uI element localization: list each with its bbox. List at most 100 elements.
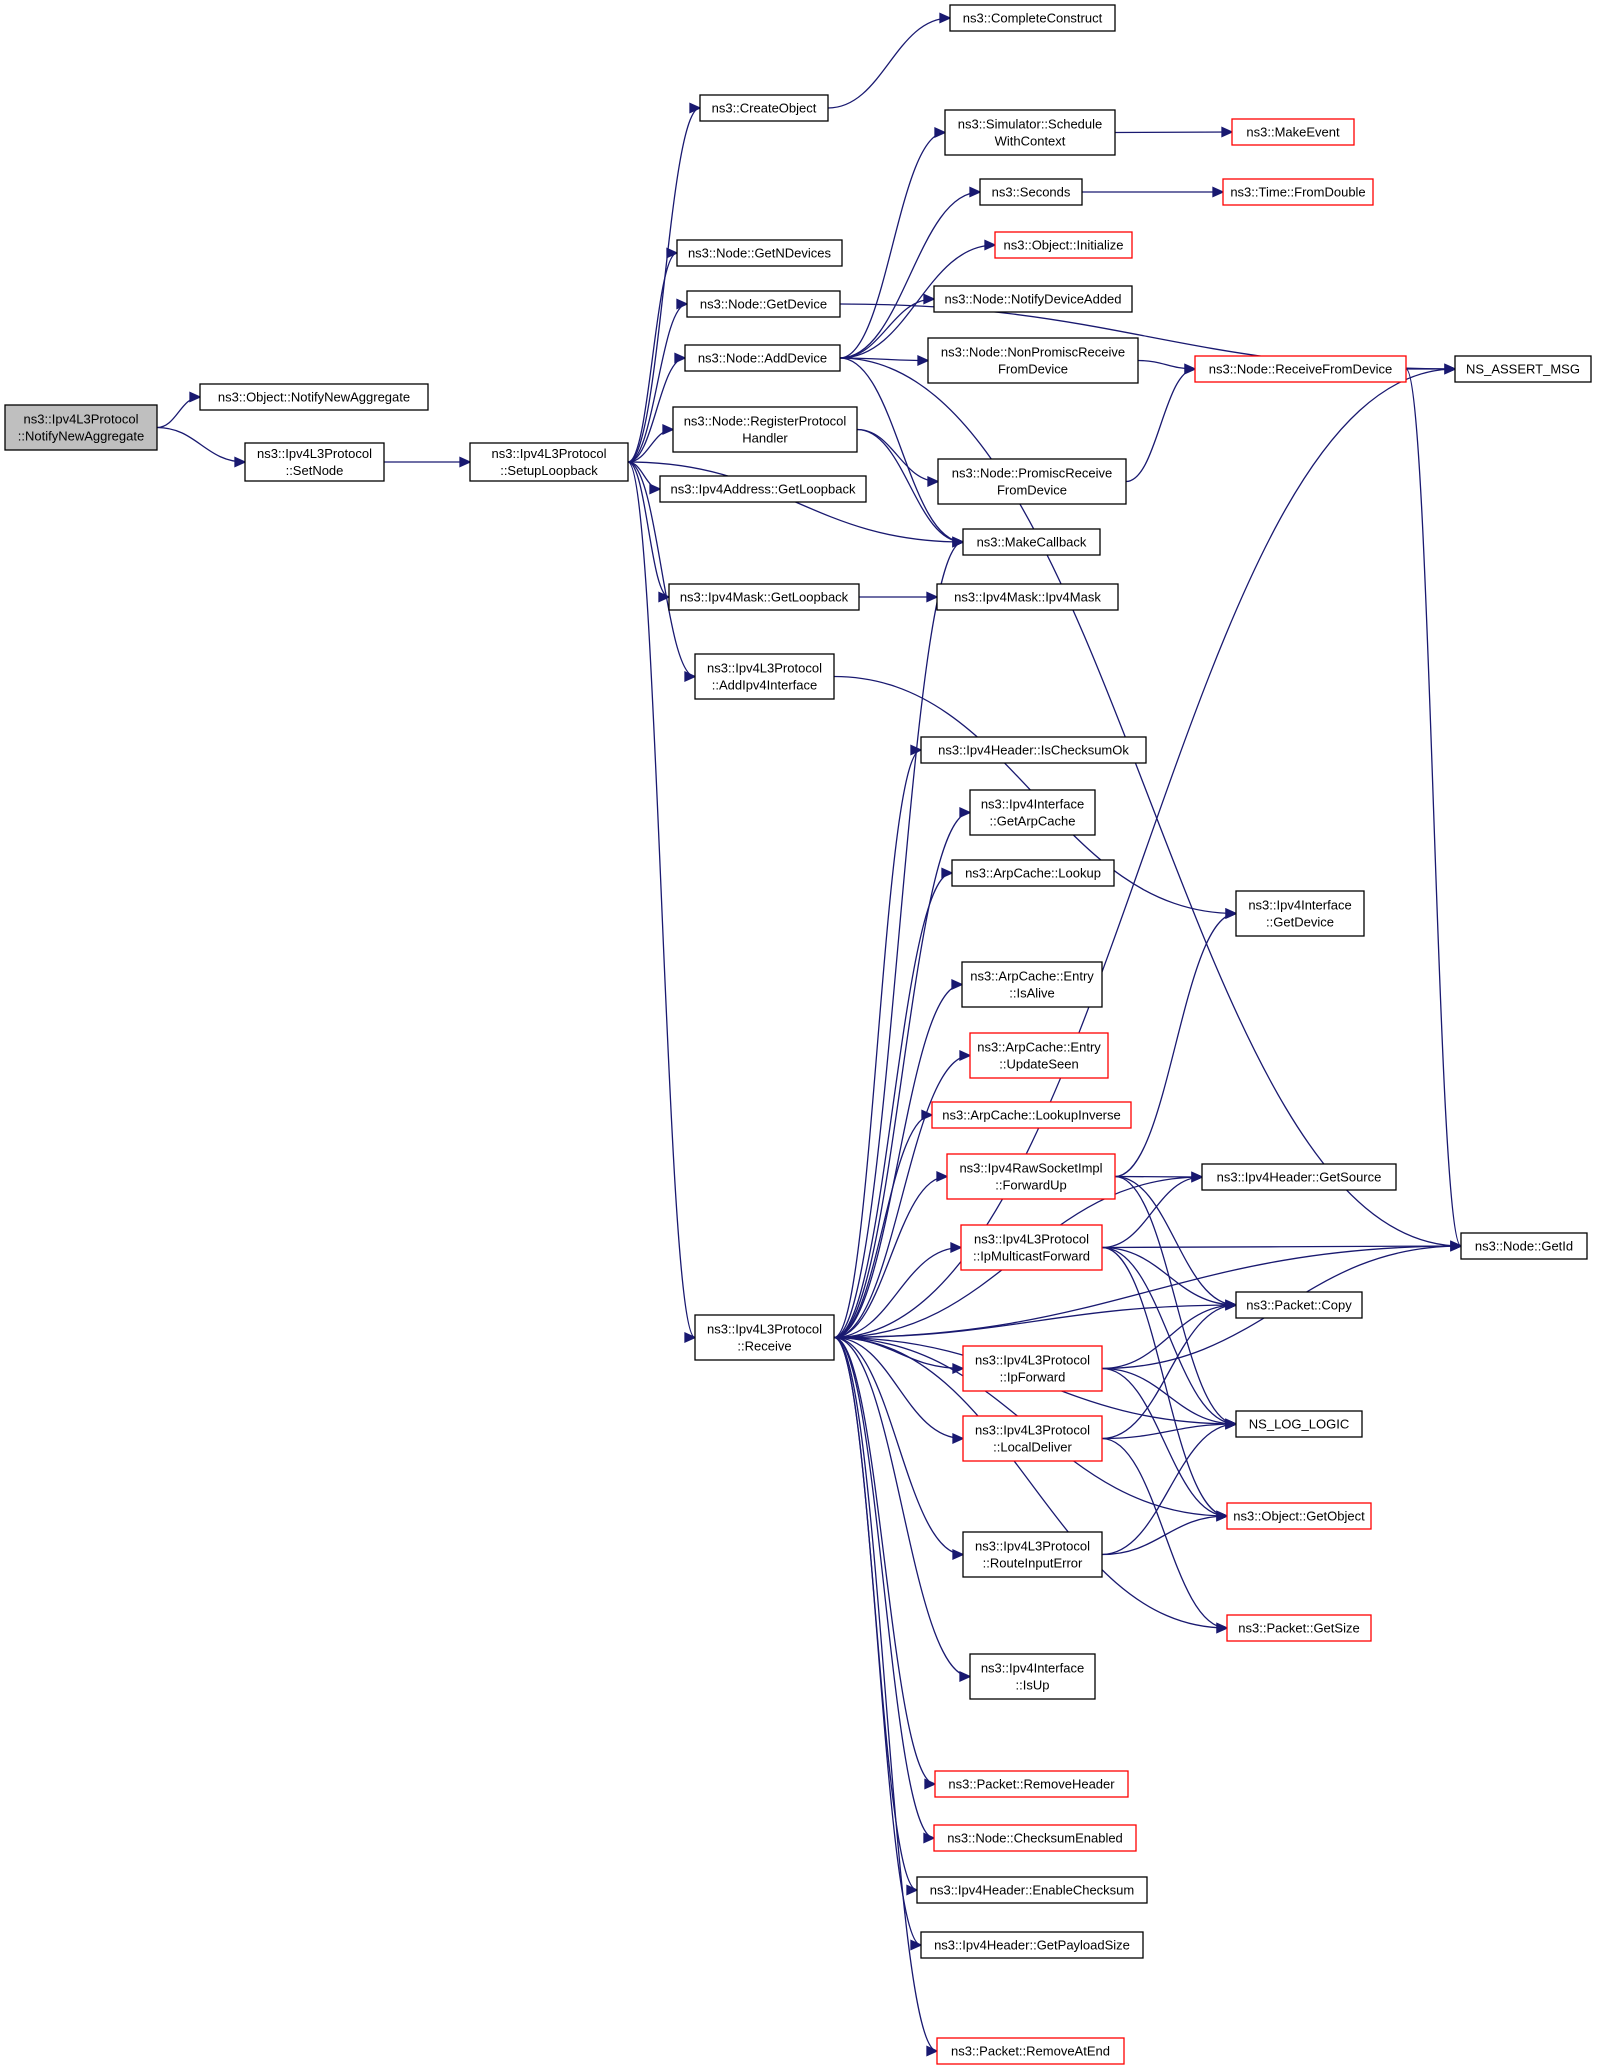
graph-node[interactable]: ns3::Object::Initialize — [994, 231, 1133, 259]
graph-node[interactable]: ns3::Ipv4L3Protocol::SetupLoopback — [469, 442, 629, 482]
edge-arrowhead — [684, 1331, 697, 1344]
graph-node[interactable]: ns3::Ipv4Mask::Ipv4Mask — [936, 583, 1119, 611]
graph-node[interactable]: ns3::MakeEvent — [1231, 118, 1355, 146]
graph-node[interactable]: ns3::Ipv4L3Protocol::AddIpv4Interface — [694, 653, 835, 700]
node-box — [244, 442, 385, 482]
graph-node[interactable]: ns3::Ipv4Header::GetPayloadSize — [920, 1931, 1144, 1959]
graph-node[interactable]: ns3::ArpCache::Entry::IsAlive — [961, 961, 1103, 1008]
node-label: ns3::ArpCache::Lookup — [965, 866, 1101, 881]
edge-line — [833, 983, 963, 1339]
call-edge-n3-n24 — [627, 461, 965, 548]
node-label: ns3::CompleteConstruct — [963, 11, 1103, 26]
edge-line — [839, 357, 964, 543]
node-box — [962, 528, 1101, 556]
graph-node[interactable]: ns3::Ipv4L3Protocol::LocalDeliver — [962, 1415, 1103, 1462]
graph-node[interactable]: ns3::Ipv4Interface::GetDevice — [1235, 890, 1365, 937]
edge-arrowhead — [959, 806, 972, 819]
node-label: ns3::Object::Initialize — [1004, 238, 1124, 253]
graph-node[interactable]: ns3::ArpCache::Entry::UpdateSeen — [969, 1032, 1109, 1079]
call-edge-n13-n30 — [833, 978, 964, 1339]
graph-node[interactable]: ns3::Node::NotifyDeviceAdded — [933, 285, 1133, 313]
edge-arrowhead — [926, 2045, 939, 2057]
graph-node[interactable]: ns3::Node::ReceiveFromDevice — [1194, 355, 1407, 383]
edge-arrowhead — [666, 247, 679, 259]
graph-node[interactable]: ns3::Ipv4Header::IsChecksumOk — [920, 736, 1147, 764]
graph-node[interactable]: ns3::Ipv4L3Protocol::NotifyNewAggregate — [4, 404, 158, 451]
graph-node[interactable]: ns3::Ipv4Interface::GetArpCache — [969, 789, 1096, 836]
call-edge-n8-n18 — [839, 239, 997, 359]
node-box — [1460, 1232, 1588, 1260]
node-box — [659, 475, 867, 503]
graph-node[interactable]: ns3::Ipv4L3Protocol::Receive — [694, 1314, 835, 1361]
graph-node[interactable]: ns3::Ipv4L3Protocol::RouteInputError — [962, 1531, 1103, 1578]
edge-line — [833, 541, 964, 1339]
edge-arrowhead — [1225, 907, 1238, 920]
edge-arrowhead — [676, 298, 689, 310]
graph-node[interactable]: ns3::Ipv4Interface::IsUp — [969, 1653, 1096, 1700]
node-label: ns3::Ipv4RawSocketImpl — [959, 1161, 1102, 1176]
edge-arrowhead — [921, 1109, 934, 1121]
node-label: ns3::Ipv4L3Protocol — [975, 1423, 1090, 1438]
edge-line — [833, 1175, 948, 1339]
graph-node[interactable]: NS_ASSERT_MSG — [1454, 355, 1592, 383]
graph-node[interactable]: ns3::Node::GetDevice — [686, 290, 841, 318]
graph-node[interactable]: ns3::CreateObject — [699, 94, 829, 122]
graph-node[interactable]: ns3::Node::AddDevice — [684, 344, 841, 372]
call-edge-n4-n5 — [827, 12, 952, 109]
graph-node[interactable]: ns3::Ipv4Mask::GetLoopback — [668, 583, 860, 611]
graph-node[interactable]: ns3::Ipv4L3Protocol::IpForward — [962, 1345, 1103, 1392]
edge-line — [833, 368, 1456, 1339]
graph-node[interactable]: ns3::Ipv4Header::GetSource — [1201, 1163, 1397, 1191]
graph-node[interactable]: ns3::Ipv4Header::EnableChecksum — [916, 1876, 1148, 1904]
graph-node[interactable]: ns3::Ipv4RawSocketImpl::ForwardUp — [946, 1153, 1116, 1200]
node-label: ns3::Seconds — [992, 185, 1071, 200]
graph-node[interactable]: ns3::Object::GetObject — [1226, 1502, 1372, 1530]
graph-node[interactable]: ns3::Node::GetNDevices — [676, 239, 843, 267]
graph-node[interactable]: ns3::ArpCache::LookupInverse — [931, 1101, 1132, 1129]
call-edge-n8-n14 — [839, 126, 947, 359]
graph-node[interactable]: ns3::MakeCallback — [962, 528, 1101, 556]
edge-line — [839, 244, 996, 359]
edge-line — [1101, 1367, 1228, 1517]
node-label: ::SetupLoopback — [500, 463, 598, 478]
graph-node[interactable]: ns3::CompleteConstruct — [949, 4, 1116, 32]
graph-node[interactable]: ns3::Packet::Copy — [1235, 1291, 1363, 1319]
node-box — [934, 1770, 1129, 1798]
node-label: ::GetArpCache — [990, 814, 1076, 829]
edge-line — [1101, 1245, 1462, 1249]
graph-node[interactable]: ns3::Packet::GetSize — [1226, 1614, 1372, 1642]
graph-node[interactable]: ns3::Time::FromDouble — [1222, 178, 1374, 206]
node-label: ns3::Object::NotifyNewAggregate — [218, 390, 410, 405]
call-edge-n0-n2 — [156, 426, 247, 468]
edge-line — [839, 298, 935, 359]
node-label: ns3::Ipv4Mask::GetLoopback — [680, 590, 849, 605]
graph-node[interactable]: ns3::Packet::RemoveHeader — [934, 1770, 1129, 1798]
graph-node[interactable]: ns3::Node::GetId — [1460, 1232, 1588, 1260]
edge-arrowhead — [189, 391, 202, 403]
graph-node[interactable]: ns3::Packet::RemoveAtEnd — [936, 2037, 1125, 2065]
graph-node[interactable]: ns3::Ipv4L3Protocol::SetNode — [244, 442, 385, 482]
edge-line — [627, 252, 678, 463]
edge-arrowhead — [1450, 1240, 1463, 1252]
edge-arrowhead — [959, 1670, 972, 1683]
graph-node[interactable]: ns3::Object::NotifyNewAggregate — [199, 383, 429, 411]
graph-node[interactable]: ns3::ArpCache::Lookup — [951, 859, 1115, 887]
graph-node[interactable]: NS_LOG_LOGIC — [1235, 1410, 1363, 1438]
edge-line — [1114, 131, 1233, 134]
call-edge-n11-n25 — [858, 591, 939, 603]
node-box — [699, 94, 829, 122]
node-label: WithContext — [995, 134, 1066, 149]
node-box — [199, 383, 429, 411]
call-edge-n8-n24 — [839, 357, 965, 548]
graph-node[interactable]: ns3::Ipv4L3Protocol::IpMulticastForward — [960, 1224, 1103, 1271]
edge-line — [833, 1245, 1462, 1339]
graph-node[interactable]: ns3::Node::ChecksumEnabled — [933, 1824, 1137, 1852]
node-box — [936, 2037, 1125, 2065]
graph-node[interactable]: ns3::Seconds — [979, 178, 1083, 206]
graph-node[interactable]: ns3::Ipv4Address::GetLoopback — [659, 475, 867, 503]
